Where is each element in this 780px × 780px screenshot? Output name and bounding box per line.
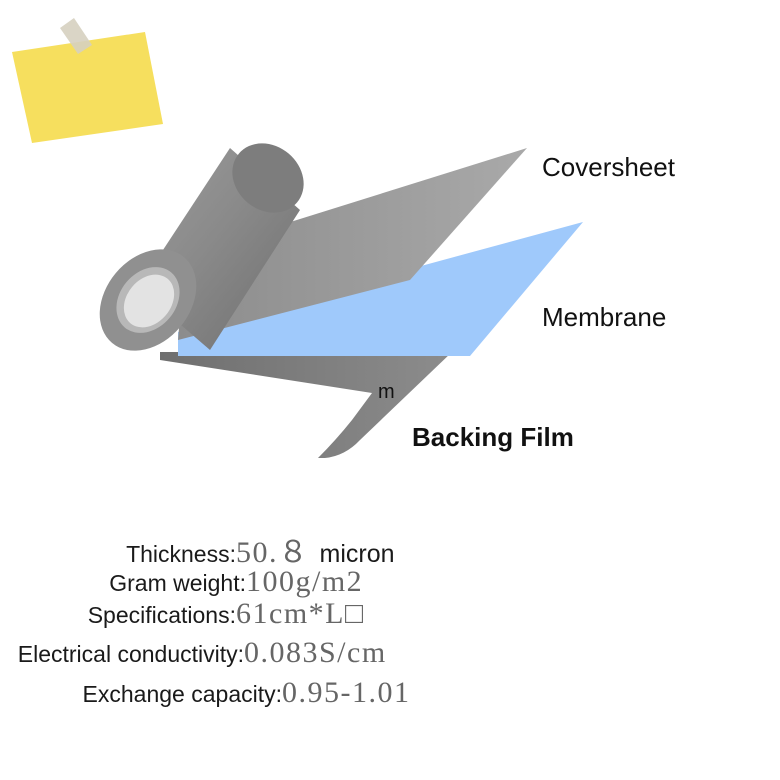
small-mark-label: m bbox=[378, 381, 395, 403]
backing-film-sheet bbox=[160, 352, 452, 458]
spec-label-electrical-conductivity: Electrical conductivity: bbox=[17, 641, 244, 667]
spec-value-specifications: 61cm*L□ bbox=[236, 597, 365, 630]
membrane-label: Membrane bbox=[542, 302, 666, 332]
roll-core bbox=[123, 274, 175, 328]
backing-film-label: Backing Film bbox=[412, 422, 574, 452]
roll bbox=[99, 143, 304, 351]
spec-label-specifications: Specifications: bbox=[87, 602, 236, 628]
spec-row-exchange-capacity: Exchange capacity: 0.95-1.01 bbox=[0, 676, 411, 714]
spec-label-thickness: Thickness: bbox=[126, 541, 236, 567]
spec-value-electrical-conductivity: 0.083S/cm bbox=[244, 636, 387, 669]
membrane-sheet bbox=[178, 222, 583, 356]
spec-row-specifications: Specifications: 61cm*L□ bbox=[0, 597, 365, 635]
spec-label-exchange-capacity: Exchange capacity: bbox=[82, 681, 282, 707]
spec-row-electrical-conductivity: Electrical conductivity: 0.083S/cm bbox=[0, 636, 387, 674]
coversheet-label: Coversheet bbox=[542, 152, 676, 182]
spec-unit-thickness: micron bbox=[319, 540, 395, 568]
spec-row-thickness: Thickness: 50.８ micron bbox=[0, 527, 394, 569]
spec-label-gram-weight: Gram weight: bbox=[109, 570, 246, 596]
spec-value-thickness: 50.８ bbox=[236, 536, 310, 569]
tape-strip bbox=[60, 18, 92, 54]
spec-value-exchange-capacity: 0.95-1.01 bbox=[282, 676, 411, 709]
spec-row-gram-weight: Gram weight: 100g/m2 bbox=[0, 565, 363, 603]
sticky-note bbox=[12, 18, 163, 143]
coversheet-sheet bbox=[178, 148, 527, 340]
spec-value-gram-weight: 100g/m2 bbox=[246, 565, 364, 598]
